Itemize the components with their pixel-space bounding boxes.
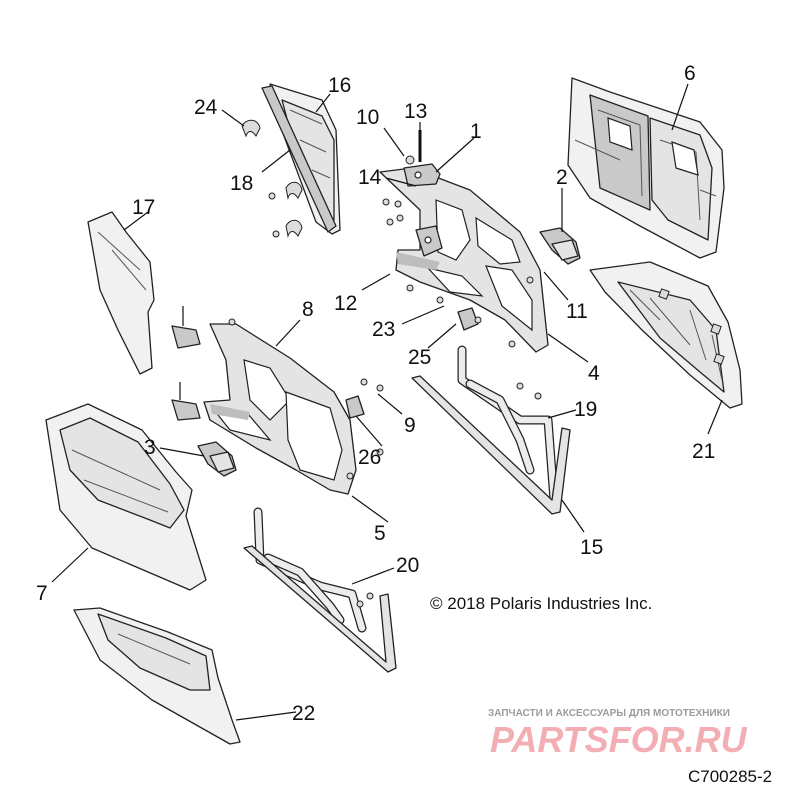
callout-26: 26	[358, 446, 381, 469]
callout-22: 22	[292, 702, 315, 725]
callout-18: 18	[230, 172, 253, 195]
callout-13: 13	[404, 100, 427, 123]
front-hinge-brackets	[171, 306, 201, 421]
callout-14: 14	[358, 166, 382, 189]
callout-4: 4	[588, 362, 600, 385]
clip-pair-lower	[285, 181, 303, 238]
callout-5: 5	[374, 522, 386, 545]
watermark-logo: ЗАПЧАСТИ И АКСЕССУАРЫ ДЛЯ МОТОТЕХНИКИ PA…	[488, 708, 748, 760]
callout-16: 16	[328, 74, 351, 97]
callout-3: 3	[144, 436, 156, 459]
part-1-hinge-bracket[interactable]	[403, 163, 441, 187]
callout-17: 17	[132, 196, 155, 219]
callout-8: 8	[302, 298, 314, 321]
callout-11: 11	[566, 300, 588, 323]
part-5-front-door-frame[interactable]	[203, 323, 357, 495]
part-6-door-panel-upper[interactable]	[567, 77, 725, 259]
callout-6: 6	[684, 62, 696, 85]
copyright-notice: © 2018 Polaris Industries Inc.	[430, 594, 652, 613]
part-20-seal-front[interactable]	[243, 545, 397, 673]
part-17-front-upper-panel[interactable]	[87, 211, 155, 375]
part-22-bottom-panel[interactable]	[73, 607, 241, 745]
part-15-seal-rear[interactable]	[411, 375, 571, 515]
watermark-logo-text: PARTSFOR.RU	[490, 719, 748, 760]
callout-7: 7	[36, 582, 48, 605]
part-26-plate[interactable]	[345, 395, 365, 419]
figure-id: C700285-2	[688, 767, 772, 786]
callout-10: 10	[356, 106, 379, 129]
callout-labels: 1 2 3 4 5 6 7 8 9 10 11 12 13 14 15 16 1…	[36, 62, 715, 725]
leader-lines	[51, 83, 723, 721]
part-18-seal-strip[interactable]	[261, 85, 337, 233]
callout-1: 1	[470, 120, 482, 143]
watermark-tagline: ЗАПЧАСТИ И АКСЕССУАРЫ ДЛЯ МОТОТЕХНИКИ	[488, 708, 730, 719]
callout-15: 15	[580, 536, 603, 559]
callout-21: 21	[692, 440, 715, 463]
part-7-front-lower-panel[interactable]	[45, 403, 207, 591]
callout-9: 9	[404, 414, 416, 437]
callout-12: 12	[334, 292, 357, 315]
part-2-door-latch[interactable]	[539, 227, 581, 265]
fasteners	[228, 192, 542, 608]
part-24-clip[interactable]	[241, 119, 261, 138]
part-14-hinge-bracket[interactable]	[415, 225, 443, 257]
callout-25: 25	[408, 346, 431, 369]
part-21-door-panel-lower[interactable]	[589, 261, 743, 409]
part-20-tube-frame-front[interactable]	[253, 507, 367, 633]
callout-2: 2	[556, 166, 568, 189]
part-25-plate[interactable]	[457, 307, 479, 331]
callout-19: 19	[574, 398, 597, 421]
part-10-nut[interactable]	[405, 155, 415, 165]
part-4-rear-door-frame[interactable]	[379, 167, 549, 353]
callout-24: 24	[194, 96, 218, 119]
callout-23: 23	[372, 318, 395, 341]
part-19-tube-frame-rear[interactable]	[457, 345, 559, 505]
part-3-door-latch[interactable]	[197, 441, 237, 477]
callout-20: 20	[396, 554, 419, 577]
